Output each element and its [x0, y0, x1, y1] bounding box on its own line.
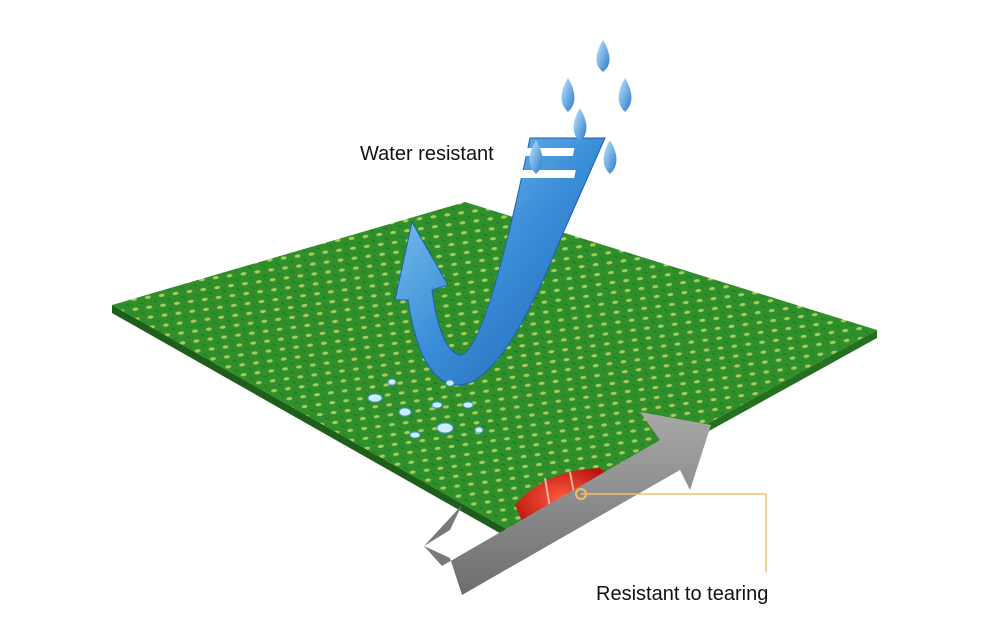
water-drop-icon — [529, 140, 543, 174]
fabric-sheet — [112, 202, 877, 540]
curved-deflect-arrow-icon — [394, 137, 606, 386]
double-headed-arrow-icon — [424, 412, 711, 595]
water-beads — [367, 378, 484, 439]
water-drops — [529, 40, 632, 174]
water-drop-icon — [603, 140, 617, 174]
water-drop-icon — [561, 78, 575, 112]
water-drop-icon — [618, 78, 632, 112]
water-drop-icon — [573, 108, 587, 142]
water-resistant-label: Water resistant — [360, 143, 494, 165]
resistant-to-tearing-label: Resistant to tearing — [596, 583, 769, 605]
water-drop-icon — [596, 40, 610, 72]
callout-line — [575, 488, 767, 572]
